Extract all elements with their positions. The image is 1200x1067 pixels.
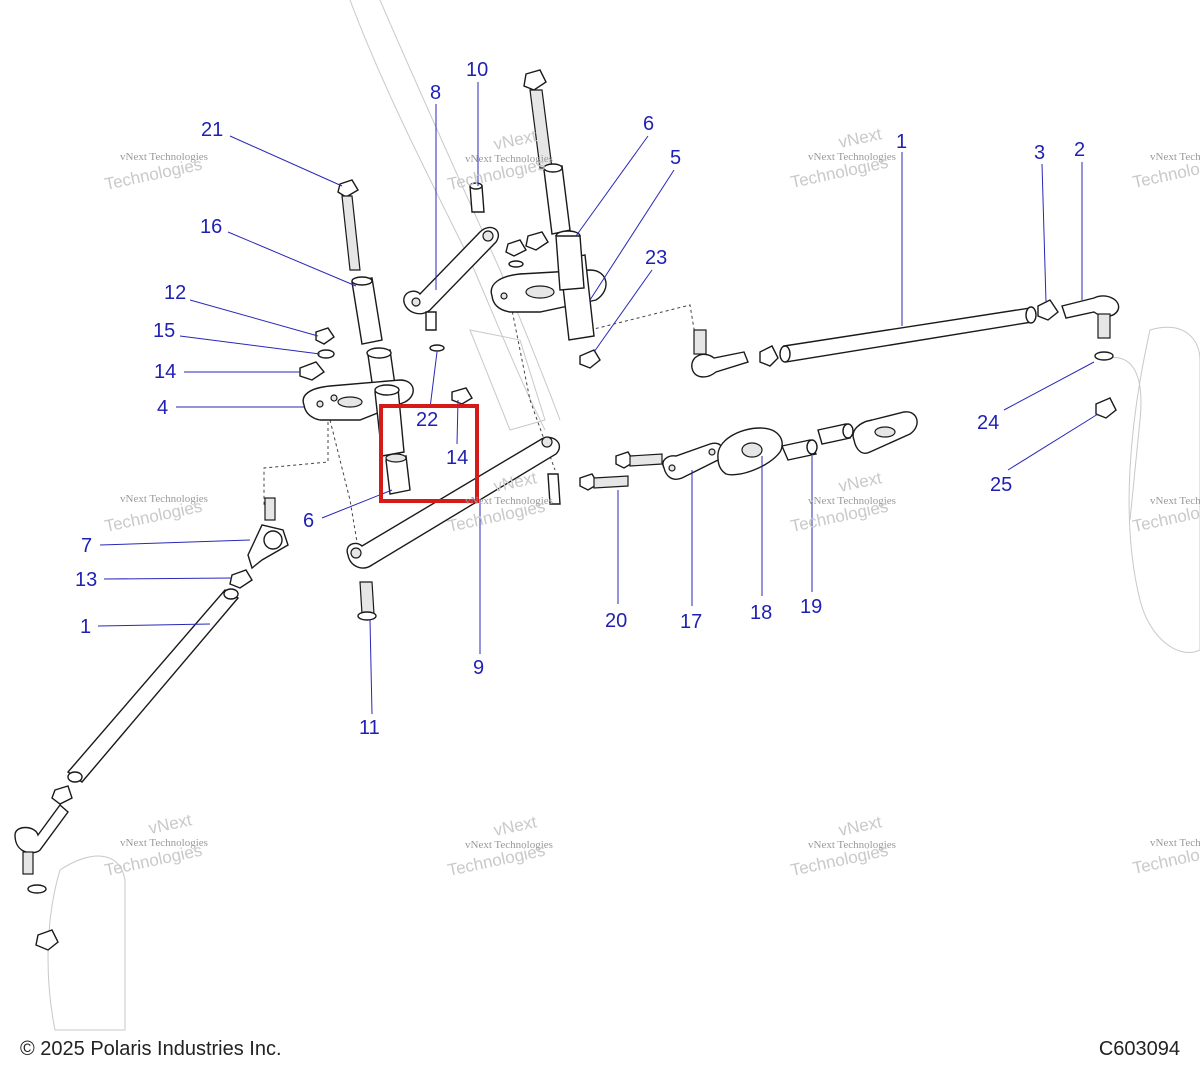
svg-text:vNext Technologies: vNext Technologies xyxy=(1150,837,1200,849)
watermark: vNext Technologies vNext Technologies xyxy=(789,468,896,536)
tie-rod-end-lower xyxy=(14,785,73,951)
callout-2[interactable]: 2 xyxy=(1074,139,1085,161)
svg-text:vNext: vNext xyxy=(492,812,539,840)
washer-15 xyxy=(317,349,335,359)
svg-text:vNext Technologies: vNext Technologies xyxy=(120,837,208,849)
tie-rod-end-left xyxy=(229,497,289,589)
svg-text:vNext Technologies: vNext Technologies xyxy=(465,153,553,165)
watermark: vNext Technologies vNext Technologies xyxy=(789,124,896,192)
bushing-6-lower xyxy=(385,453,411,495)
svg-text:vNext Technologies: vNext Technologies xyxy=(1150,495,1200,507)
bushing-19 xyxy=(781,439,818,461)
nut-12 xyxy=(315,327,335,345)
svg-text:vNext: vNext xyxy=(837,812,884,840)
svg-text:vNext Technologies: vNext Technologies xyxy=(465,839,553,851)
callout-9[interactable]: 9 xyxy=(473,657,484,679)
bolt-11 xyxy=(357,581,377,621)
callout-18[interactable]: 18 xyxy=(750,602,772,624)
callout-numbers: 21 16 12 15 14 4 22 14 6 7 13 1 11 9 8 1… xyxy=(75,59,1085,739)
svg-text:vNext Technologies: vNext Technologies xyxy=(465,495,553,507)
callout-19[interactable]: 19 xyxy=(800,596,822,618)
bolt-21 xyxy=(337,179,361,271)
watermark: vNext Technologies Technologies xyxy=(1131,837,1200,878)
callout-3[interactable]: 3 xyxy=(1034,142,1045,164)
callout-13[interactable]: 13 xyxy=(75,569,97,591)
tie-rod-end-right-inner xyxy=(691,329,749,378)
svg-text:vNext Technologies: vNext Technologies xyxy=(808,495,896,507)
leader-lines xyxy=(97,82,1099,715)
callout-24[interactable]: 24 xyxy=(977,412,999,434)
tie-rod-left xyxy=(66,588,240,783)
callout-1-right[interactable]: 1 xyxy=(896,131,907,153)
highlight-box xyxy=(379,404,479,503)
svg-text:vNext Technologies: vNext Technologies xyxy=(120,151,208,163)
watermark: vNext Technologies vNext Technologies xyxy=(446,812,553,880)
nut-25 xyxy=(1095,397,1117,419)
nut-3 xyxy=(1037,299,1059,321)
diagram-code: C603094 xyxy=(1099,1038,1180,1060)
callout-7[interactable]: 7 xyxy=(81,535,92,557)
washer-24 xyxy=(1094,351,1114,361)
callout-5[interactable]: 5 xyxy=(670,147,681,169)
callout-16[interactable]: 16 xyxy=(200,216,222,238)
callout-1-left[interactable]: 1 xyxy=(80,616,91,638)
tie-rod-right xyxy=(779,306,1037,363)
nut-14-left xyxy=(299,361,326,381)
svg-text:vNext Technologies: vNext Technologies xyxy=(808,151,896,163)
callout-17[interactable]: 17 xyxy=(680,611,702,633)
svg-text:vNext: vNext xyxy=(837,468,884,496)
callout-14-center[interactable]: 14 xyxy=(446,447,468,469)
watermark: vNext Technologies Technologies xyxy=(103,151,208,194)
callout-6-upper[interactable]: 6 xyxy=(643,113,654,135)
svg-text:vNext: vNext xyxy=(492,126,539,154)
callout-21[interactable]: 21 xyxy=(201,119,223,141)
watermark: vNext Technologies Technologies xyxy=(1131,151,1200,192)
watermark: vNext Technologies vNext Technologies xyxy=(103,810,208,880)
callout-6-lower[interactable]: 6 xyxy=(303,510,314,532)
callout-11[interactable]: 11 xyxy=(359,717,380,739)
svg-text:vNext Technologies: vNext Technologies xyxy=(808,839,896,851)
callout-20[interactable]: 20 xyxy=(605,610,627,632)
copyright-notice: © 2025 Polaris Industries Inc. xyxy=(20,1038,282,1060)
bolts-20 xyxy=(579,451,663,491)
nut-14-center xyxy=(451,387,473,405)
washer-22 xyxy=(429,344,445,352)
nut-tie-rod-right-inner xyxy=(759,345,779,367)
svg-text:vNext Technologies: vNext Technologies xyxy=(1150,151,1200,163)
callout-23[interactable]: 23 xyxy=(645,247,667,269)
callout-25[interactable]: 25 xyxy=(990,474,1012,496)
clamp-18 xyxy=(717,427,783,476)
plate-17 xyxy=(662,442,724,480)
bolt-upper-right xyxy=(523,69,571,235)
callout-22[interactable]: 22 xyxy=(416,409,438,431)
svg-text:vNext Technologies: vNext Technologies xyxy=(120,493,208,505)
bolt-lower-right xyxy=(547,473,561,505)
watermark: vNext Technologies vNext Technologies xyxy=(789,812,896,880)
spacer-16 xyxy=(351,276,383,345)
svg-text:vNext: vNext xyxy=(837,124,884,152)
callout-8[interactable]: 8 xyxy=(430,82,441,104)
callout-4[interactable]: 4 xyxy=(157,397,168,419)
bracket-right xyxy=(852,411,918,454)
callout-12[interactable]: 12 xyxy=(164,282,186,304)
callout-10[interactable]: 10 xyxy=(466,59,488,81)
steering-arm-5 xyxy=(490,230,607,341)
link-8 xyxy=(403,226,499,331)
spacer-upper-right xyxy=(817,423,854,445)
svg-text:vNext: vNext xyxy=(147,810,194,838)
watermark: vNext Technologies Technologies xyxy=(1131,495,1200,536)
background-frame-outline xyxy=(47,0,1200,1031)
nut-23 xyxy=(579,349,601,369)
callout-15[interactable]: 15 xyxy=(153,320,175,342)
tie-rod-end-2 xyxy=(1061,295,1120,339)
watermark: vNext Technologies Technologies xyxy=(103,493,208,536)
callout-14-left[interactable]: 14 xyxy=(154,361,176,383)
